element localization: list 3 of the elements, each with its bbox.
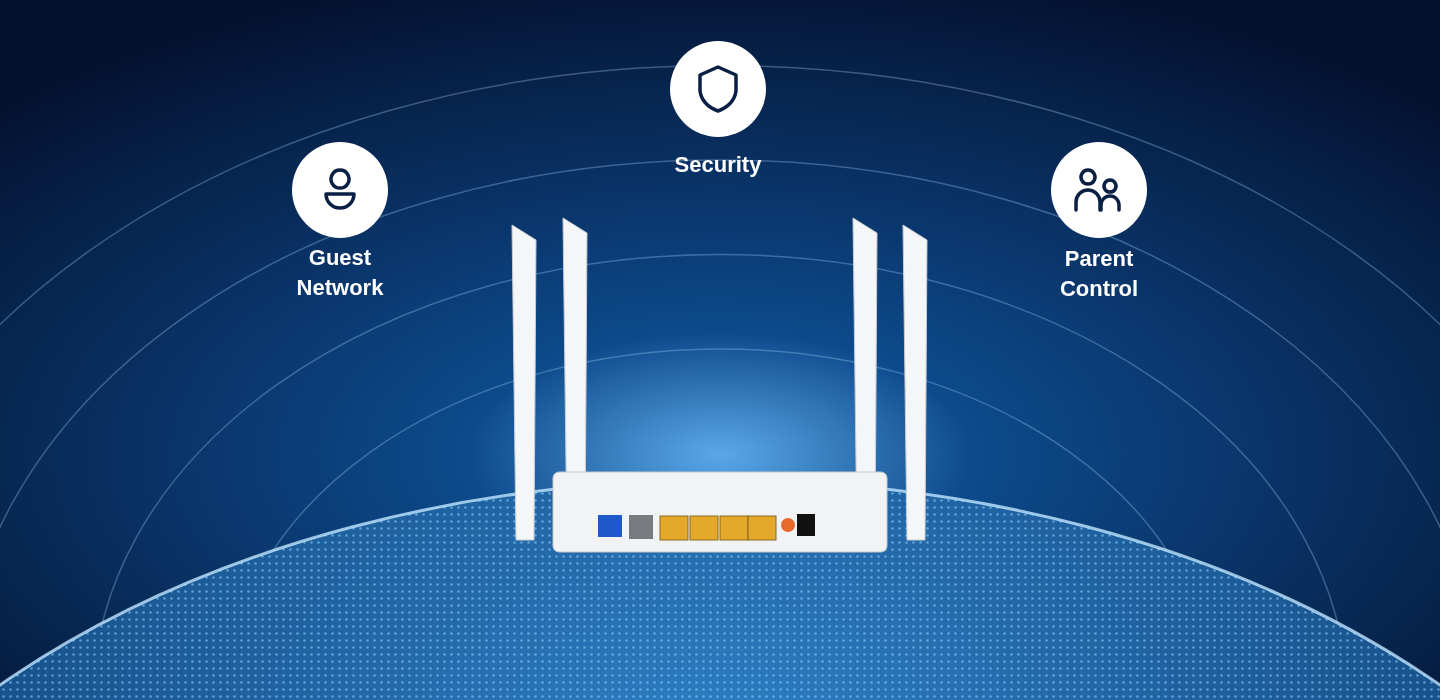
- feature-label: Guest Network: [295, 244, 385, 302]
- feature-label: Parent Control: [1058, 245, 1140, 303]
- feature-label: Security: [673, 151, 763, 179]
